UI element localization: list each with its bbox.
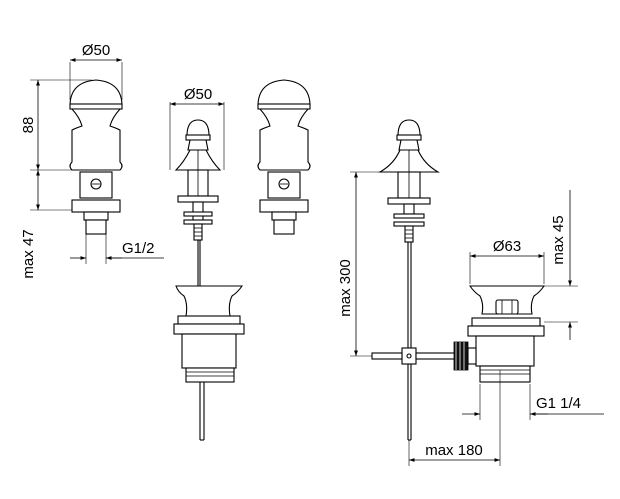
side-spout-assembly (371, 119, 457, 441)
side-waste-body (453, 285, 546, 383)
left-valve-handle (69, 79, 123, 235)
left-thread-label: G1/2 (122, 240, 155, 257)
right-valve-handle (257, 79, 311, 235)
center-waste-body (173, 285, 245, 441)
center-diameter-label: Ø50 (184, 86, 212, 103)
waste-slot (495, 299, 519, 315)
right-max-height-label: max 45 (550, 215, 567, 264)
left-diameter-label: Ø50 (82, 42, 110, 59)
left-height-label: 88 (20, 117, 37, 134)
right-max-length-label: max 300 (337, 259, 354, 317)
left-crystal-knob (69, 79, 123, 107)
center-dimensions: Ø50 (169, 86, 225, 170)
right-valve-body (257, 108, 311, 171)
right-waste-diameter-label: Ø63 (493, 238, 521, 255)
right-max-reach-label: max 180 (425, 442, 483, 459)
right-thread-label: G1 1/4 (536, 395, 581, 412)
left-max-length-label: max 47 (20, 229, 37, 278)
left-valve-body (69, 108, 123, 171)
center-small-knob (186, 119, 210, 137)
right-dimensions: max 300 Ø63 max 45 G1 1/4 max 180 (337, 171, 604, 466)
right-crystal-knob (257, 79, 311, 107)
left-dimensions: Ø50 88 max 47 G1/2 (20, 42, 164, 279)
side-small-knob (397, 119, 421, 137)
center-spout-assembly (174, 119, 222, 286)
